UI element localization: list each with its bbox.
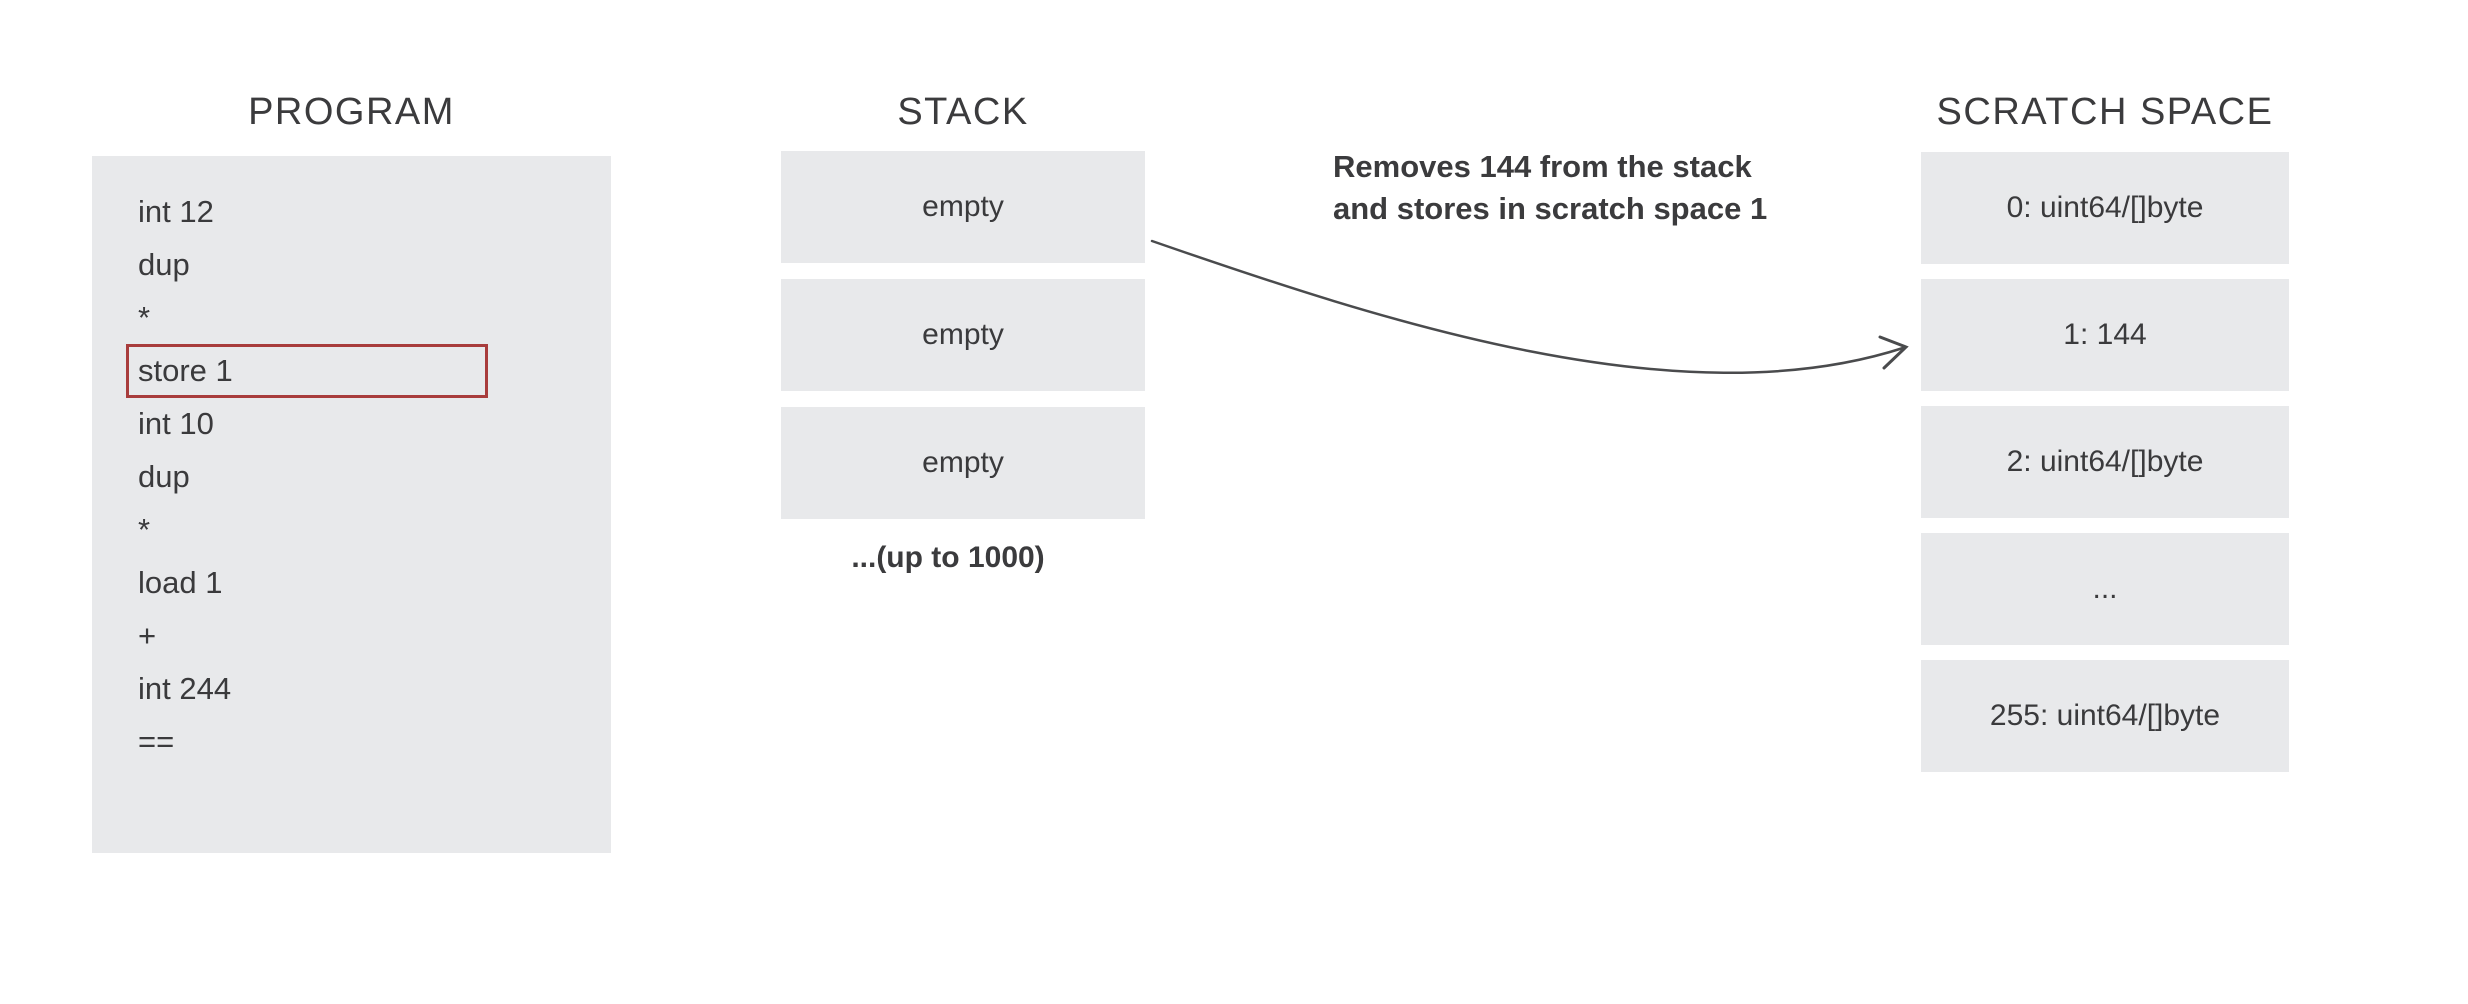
scratch-slot: 0: uint64/[]byte xyxy=(1921,152,2289,264)
stack-slot: empty xyxy=(781,151,1145,263)
program-line: + xyxy=(138,618,157,653)
scratch-space-title: SCRATCH SPACE xyxy=(1936,91,2274,133)
annotation-line-1: Removes 144 from the stack xyxy=(1333,149,1752,184)
program-line: * xyxy=(138,512,151,547)
program-line: int 244 xyxy=(138,671,232,706)
scratch-slot: 2: uint64/[]byte xyxy=(1921,406,2289,518)
annotation-text: Removes 144 from the stack and stores in… xyxy=(1333,146,1767,230)
program-line-highlighted: store 1 xyxy=(138,353,233,388)
annotation-line-2: and stores in scratch space 1 xyxy=(1333,191,1768,226)
program-line: dup xyxy=(138,459,190,494)
stack-slot: empty xyxy=(781,279,1145,391)
program-title: PROGRAM xyxy=(248,91,455,133)
scratch-slot: 255: uint64/[]byte xyxy=(1921,660,2289,772)
program-line: == xyxy=(138,724,175,759)
stack-slot: empty xyxy=(781,407,1145,519)
current-instruction-highlight xyxy=(126,344,488,398)
program-line: load 1 xyxy=(138,565,223,600)
scratch-slot-ellipsis: ... xyxy=(1921,533,2289,645)
stack-capacity-note: ...(up to 1000) xyxy=(851,541,1045,574)
program-line: int 12 xyxy=(138,194,214,229)
scratch-slot-1-value: 1: 144 xyxy=(1921,279,2289,391)
program-line: dup xyxy=(138,247,190,282)
program-box: int 12 dup * store 1 int 10 dup * load 1… xyxy=(92,156,611,853)
program-code-list: int 12 dup * store 1 int 10 dup * load 1… xyxy=(138,185,601,768)
program-line: * xyxy=(138,300,151,335)
program-line: int 10 xyxy=(138,406,214,441)
stack-title: STACK xyxy=(897,91,1029,133)
